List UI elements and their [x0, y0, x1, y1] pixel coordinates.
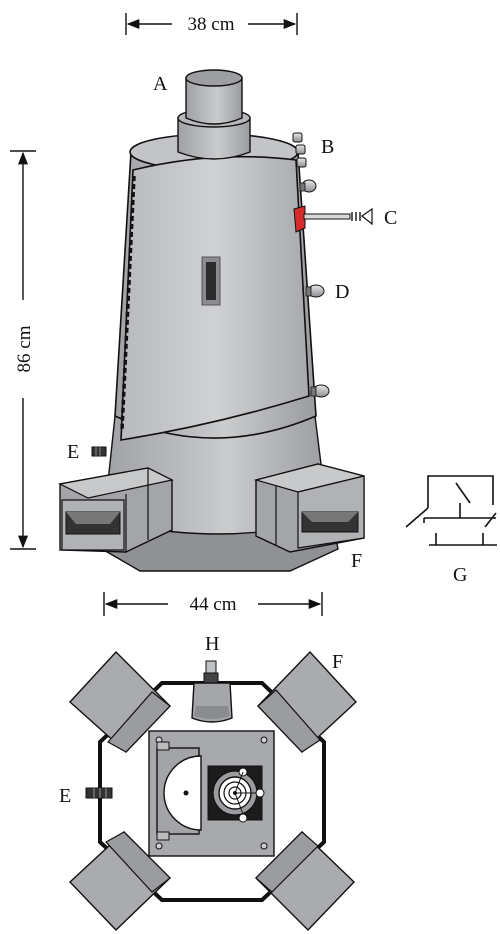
label-e-top: E: [59, 785, 71, 807]
top-duct-upper-left: [69, 650, 171, 753]
switch-symbol-g: [405, 475, 497, 546]
label-c: C: [384, 207, 397, 229]
label-e-side: E: [67, 441, 79, 463]
label-f-top: F: [332, 651, 343, 673]
side-view: A B C D E F: [58, 69, 397, 572]
top-width-label: 38 cm: [188, 14, 235, 35]
top-duct-upper-right: [257, 650, 357, 753]
dimension-top-width: 38 cm: [125, 13, 298, 35]
label-a: A: [153, 73, 168, 95]
door-hinge: [120, 175, 136, 431]
burner-assembly: [207, 765, 265, 823]
base-width-label: 44 cm: [190, 594, 237, 615]
fitting-h: [191, 660, 233, 723]
fitting-e-top: [85, 787, 113, 799]
top-duct-lower-left: [69, 831, 171, 931]
dimension-base-width: 44 cm: [103, 592, 323, 616]
label-d: D: [335, 281, 349, 303]
knob-d: [305, 284, 325, 298]
fitting-e-side: [91, 446, 107, 457]
top-view: H F E: [59, 633, 357, 932]
top-duct-lower-right: [255, 831, 355, 932]
duct-left: [58, 467, 174, 553]
knob-upper: [299, 179, 317, 193]
knob-lower: [310, 384, 330, 398]
half-disc-chamber: [156, 741, 202, 841]
label-h: H: [205, 633, 219, 655]
chimney-a: [177, 69, 251, 160]
dimension-height: 86 cm: [10, 150, 36, 550]
label-g: G: [453, 564, 467, 586]
label-b: B: [321, 136, 334, 158]
duct-right: [253, 463, 365, 553]
label-f-side: F: [351, 550, 362, 572]
valve-c: [293, 205, 373, 233]
height-label: 86 cm: [14, 325, 35, 372]
fittings-b: [292, 132, 307, 168]
